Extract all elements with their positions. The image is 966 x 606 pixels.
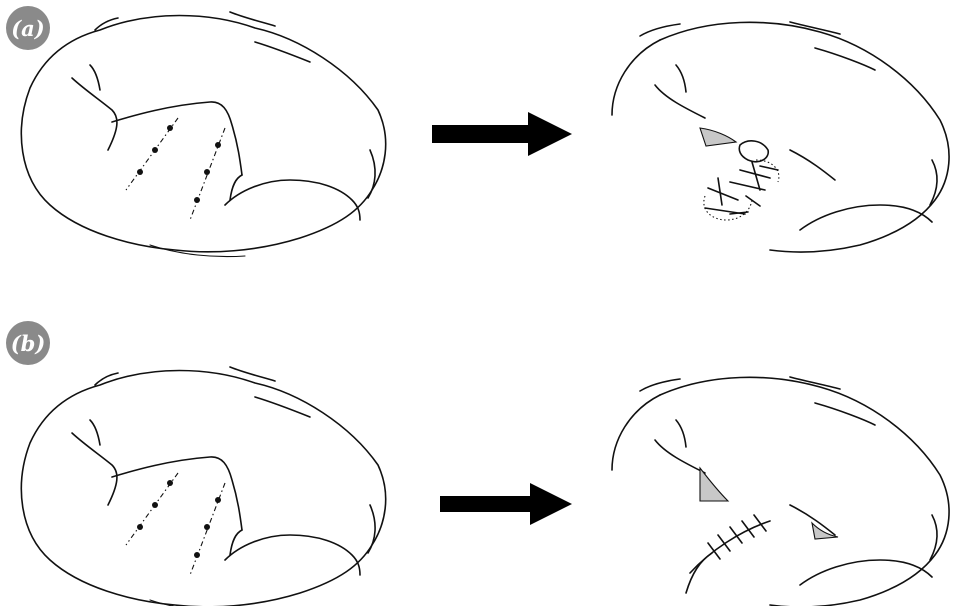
panel-a-brain-postop [612,22,949,252]
panel-a-drawing [0,0,966,303]
panel-b-arrow [440,483,572,525]
panel-a: (a) [0,0,966,303]
panel-b: (b) [0,303,966,606]
panel-b-brain-preop [21,367,385,606]
panel-b-drawing [0,303,966,606]
panel-a-arrow [432,112,572,156]
panel-a-brain-preop [21,12,385,257]
panel-b-brain-postop [612,377,949,606]
